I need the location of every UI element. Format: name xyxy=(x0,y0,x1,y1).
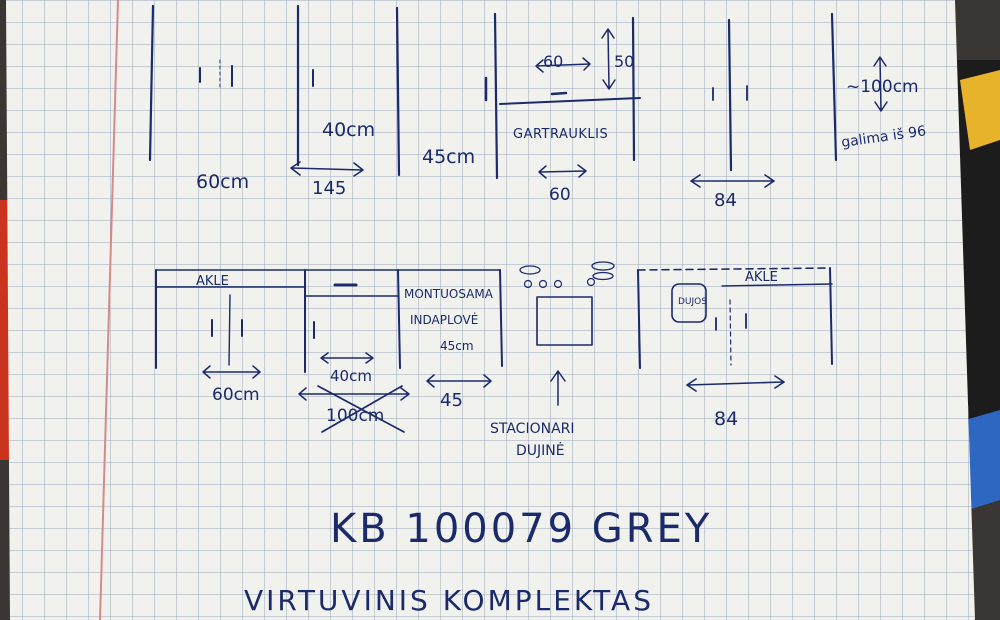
top-width-145: 145 xyxy=(312,178,346,199)
bottom-corner-top xyxy=(637,267,831,271)
bottom-arrow-45 xyxy=(426,374,492,388)
knob-4 xyxy=(586,277,596,287)
top-tall-edge xyxy=(830,12,838,162)
margin-line xyxy=(99,0,119,620)
bottom-cab3-right xyxy=(499,269,503,367)
oven-door xyxy=(536,296,593,346)
knob-2 xyxy=(538,279,548,289)
bottom-corner-left xyxy=(637,269,641,369)
bottom-corner-divider xyxy=(729,299,732,366)
paper-grid xyxy=(6,0,975,620)
bottom-corner-edge xyxy=(721,283,833,287)
hood-arrow-50 xyxy=(601,28,616,90)
bottom-mount-2: INDAPLOVĖ xyxy=(410,312,478,327)
top-hood-right-edge xyxy=(631,16,636,162)
bottom-width-84: 84 xyxy=(714,408,738,430)
bottom-arrow-84 xyxy=(686,375,785,392)
stove-label-1: STACIONARI xyxy=(490,421,575,437)
top-arrow-84 xyxy=(690,174,775,188)
hood-handle-mark xyxy=(550,91,568,96)
stove-arrow xyxy=(550,370,566,406)
gas-tank-icon xyxy=(671,283,707,323)
bottom-arrow-60 xyxy=(202,365,261,379)
top-hood-bottom xyxy=(499,97,641,105)
bottom-depth-40: 40cm xyxy=(330,367,372,385)
blue-corner xyxy=(965,410,1000,510)
tall-arrow-100 xyxy=(873,56,888,112)
hood-top-60: 60 xyxy=(543,52,563,71)
knob-1 xyxy=(523,279,533,289)
gas-tank-label: DUJOS xyxy=(678,297,707,307)
product-title: VIRTUVINIS KOMPLEKTAS xyxy=(244,584,654,617)
top-depth-40: 40cm xyxy=(322,119,375,141)
bottom-blind-label: AKLE xyxy=(745,270,778,285)
hood-height-50: 50 xyxy=(614,52,634,71)
hood-arrow-width xyxy=(538,164,587,179)
bottom-corner-right xyxy=(829,267,833,365)
knob-3 xyxy=(553,279,563,289)
bottom-crossout xyxy=(317,385,405,433)
bottom-width-60: 60cm xyxy=(212,385,260,405)
top-corner-left-edge xyxy=(727,18,733,172)
top-cab3-left-edge xyxy=(395,6,401,177)
bottom-arrow-100 xyxy=(298,387,410,401)
hood-label: GARTRAUKLIS xyxy=(513,127,608,142)
yellow-corner xyxy=(960,70,1000,150)
top-hood-left-edge xyxy=(493,12,499,180)
bottom-width-45: 45 xyxy=(440,390,463,411)
product-code: KB 100079 GREY xyxy=(330,506,712,552)
bottom-row: AKLE 60cm 40cm 100cm MONTUOSAMA INDAPLOV… xyxy=(155,261,833,459)
burner-2 xyxy=(591,261,615,271)
tall-height: ~100cm xyxy=(846,77,919,97)
burner-1 xyxy=(519,265,541,275)
top-width-60: 60cm xyxy=(196,171,249,193)
top-cab1-left-edge xyxy=(148,4,155,162)
bottom-sink-label: AKLE xyxy=(196,274,229,289)
burner-3 xyxy=(592,271,614,281)
bottom-mount-3: 45cm xyxy=(440,339,474,353)
bottom-cab2-right xyxy=(397,269,401,369)
stove-label-2: DUJINĖ xyxy=(516,441,565,459)
top-width-45: 45cm xyxy=(422,146,475,168)
hood-width-60: 60 xyxy=(549,185,571,205)
top-row: 60cm 40cm 145 45cm 60 50 GARTRAUKLIS 60 … xyxy=(148,4,927,211)
top-width-84: 84 xyxy=(714,190,737,211)
hood-arrow-60 xyxy=(535,57,591,73)
bottom-cab1-divider xyxy=(228,294,231,366)
bottom-mount-1: MONTUOSAMA xyxy=(404,287,494,301)
bottom-arrow-40 xyxy=(320,352,374,364)
top-arrow-145 xyxy=(290,161,364,177)
